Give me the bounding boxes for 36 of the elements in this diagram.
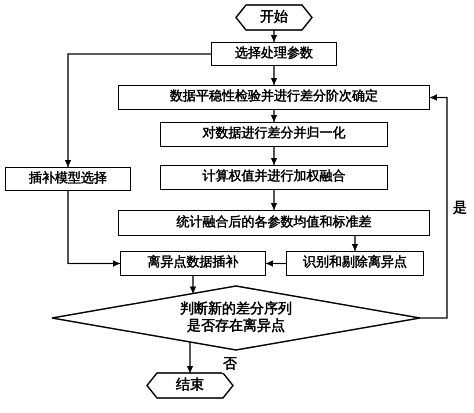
terminal-shape — [147, 373, 233, 398]
node-label: 离异点数据插补 — [148, 255, 238, 272]
node-label: 结束 — [176, 376, 204, 394]
node-label: 选择处理参数 — [235, 46, 313, 62]
arrow — [270, 110, 278, 122]
process-box — [118, 210, 430, 236]
arrow — [352, 236, 358, 251]
arrow — [420, 94, 448, 319]
node-label: 识别和剔除离异点 — [303, 255, 407, 272]
arrow — [270, 147, 278, 165]
node-label: 计算权值并进行加权融合 — [202, 169, 346, 186]
process-box — [286, 251, 424, 276]
process-box — [5, 167, 131, 191]
process-box — [118, 85, 430, 110]
arrow — [190, 276, 196, 294]
process-box — [160, 122, 388, 147]
edge-label: 是 — [452, 200, 468, 217]
process-box — [160, 165, 388, 190]
node-label: 插补模型选择 — [29, 170, 107, 188]
arrow — [67, 191, 120, 267]
node-label: 开始 — [260, 8, 288, 26]
arrow — [270, 190, 278, 210]
decision-diamond — [52, 286, 420, 350]
process-box — [120, 251, 266, 276]
node-label: 统计融合后的各参数均值和标准差 — [176, 214, 372, 232]
arrow — [270, 66, 278, 85]
node-label: 对数据进行差分并归一化 — [202, 126, 346, 143]
arrow — [266, 260, 286, 267]
edge-label: 否 — [222, 356, 238, 373]
node-label: 判断新的差分序列是否存在离异点 — [178, 300, 293, 336]
node-label: 数据平稳性检验并进行差分阶次确定 — [170, 89, 378, 106]
terminal-shape — [236, 5, 312, 30]
arrow — [64, 53, 211, 167]
arrow — [270, 30, 278, 42]
process-box — [211, 42, 337, 66]
arrow — [186, 342, 194, 373]
